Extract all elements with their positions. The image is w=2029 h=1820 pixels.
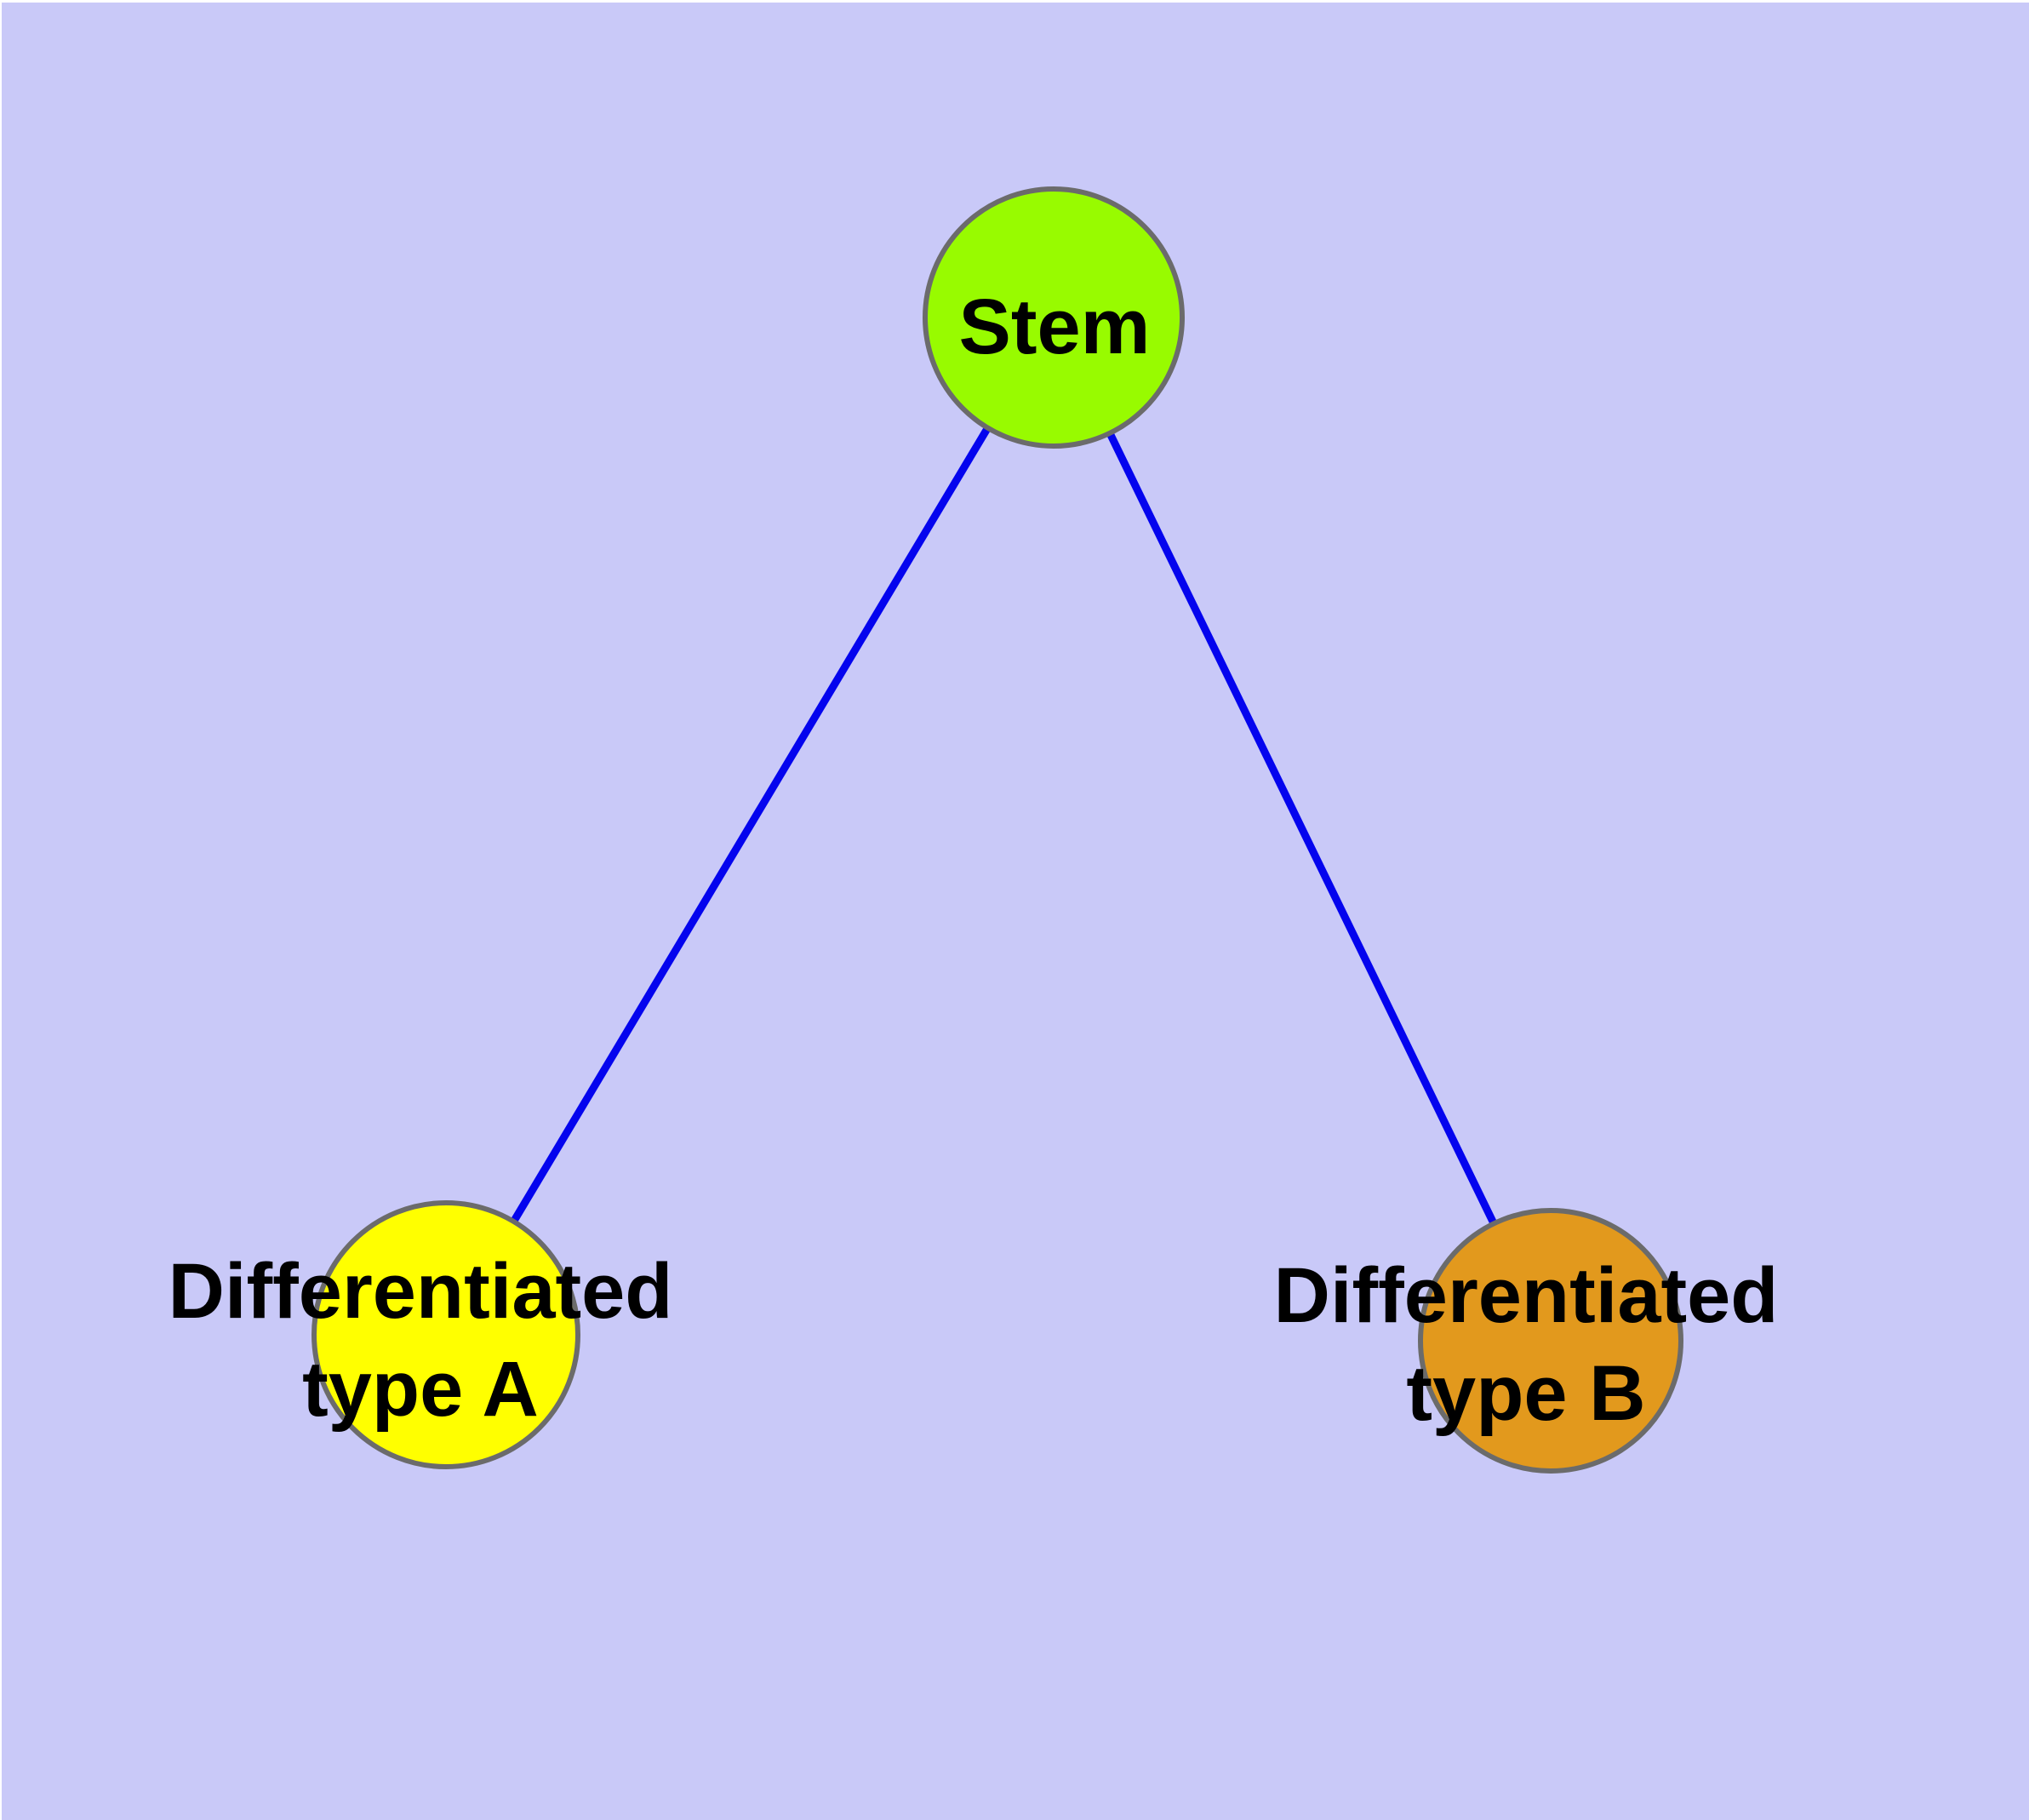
node-stem [923,186,1185,449]
node-label-type-b-line2: type B [1406,1350,1645,1437]
edge-stem-to-type-b [1049,316,1555,1342]
node-label-stem: Stem [959,283,1151,370]
node-label-type-a-line2: type A [302,1346,539,1433]
node-differentiated-type-a [311,1200,580,1469]
node-label-type-a-line1: Differentiated [169,1248,673,1335]
edge-stem-to-type-a [443,315,1057,1337]
node-label-type-b-line1: Differentiated [1274,1252,1779,1339]
node-differentiated-type-b [1418,1208,1683,1474]
